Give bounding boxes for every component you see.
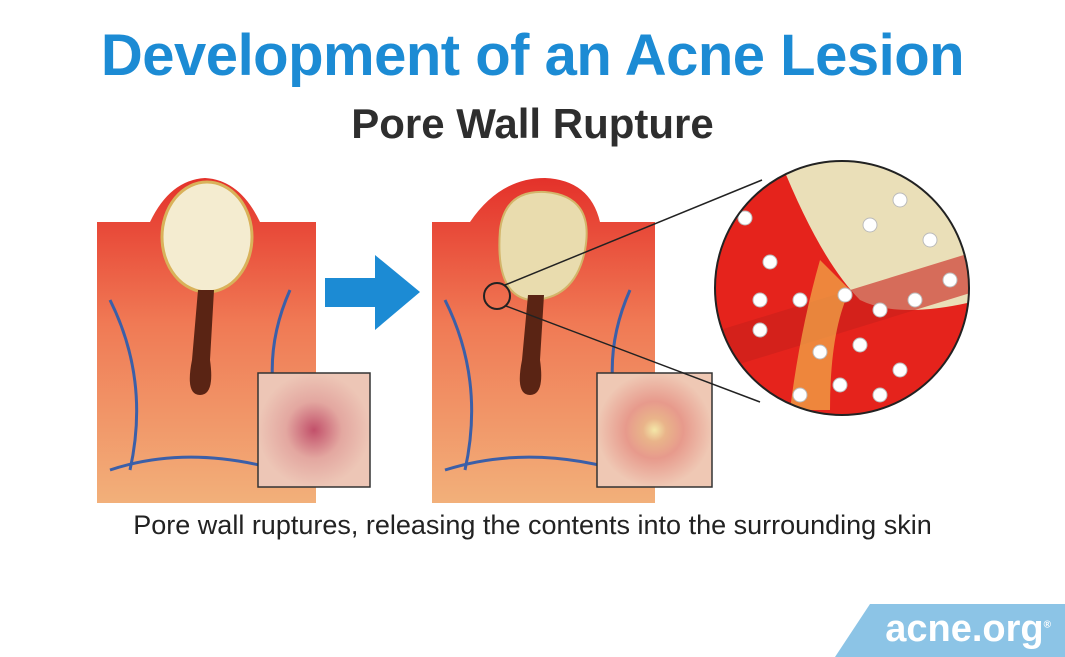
logo-text: acne.org xyxy=(885,608,1044,650)
arrow-right-icon xyxy=(325,255,420,330)
skin-photo-before xyxy=(257,372,371,488)
page-subtitle: Pore Wall Rupture xyxy=(351,100,714,147)
registered-mark: ® xyxy=(1043,619,1051,631)
skin-photo-rupture xyxy=(596,372,713,488)
magnified-rupture-view xyxy=(714,160,970,416)
page-title: Development of an Acne Lesion xyxy=(100,23,965,88)
zoom-line xyxy=(504,179,763,286)
acne-org-logo[interactable]: acne.org® xyxy=(835,604,1065,657)
zoom-line xyxy=(505,305,761,403)
caption: Pore wall ruptures, releasing the conten… xyxy=(133,510,932,540)
